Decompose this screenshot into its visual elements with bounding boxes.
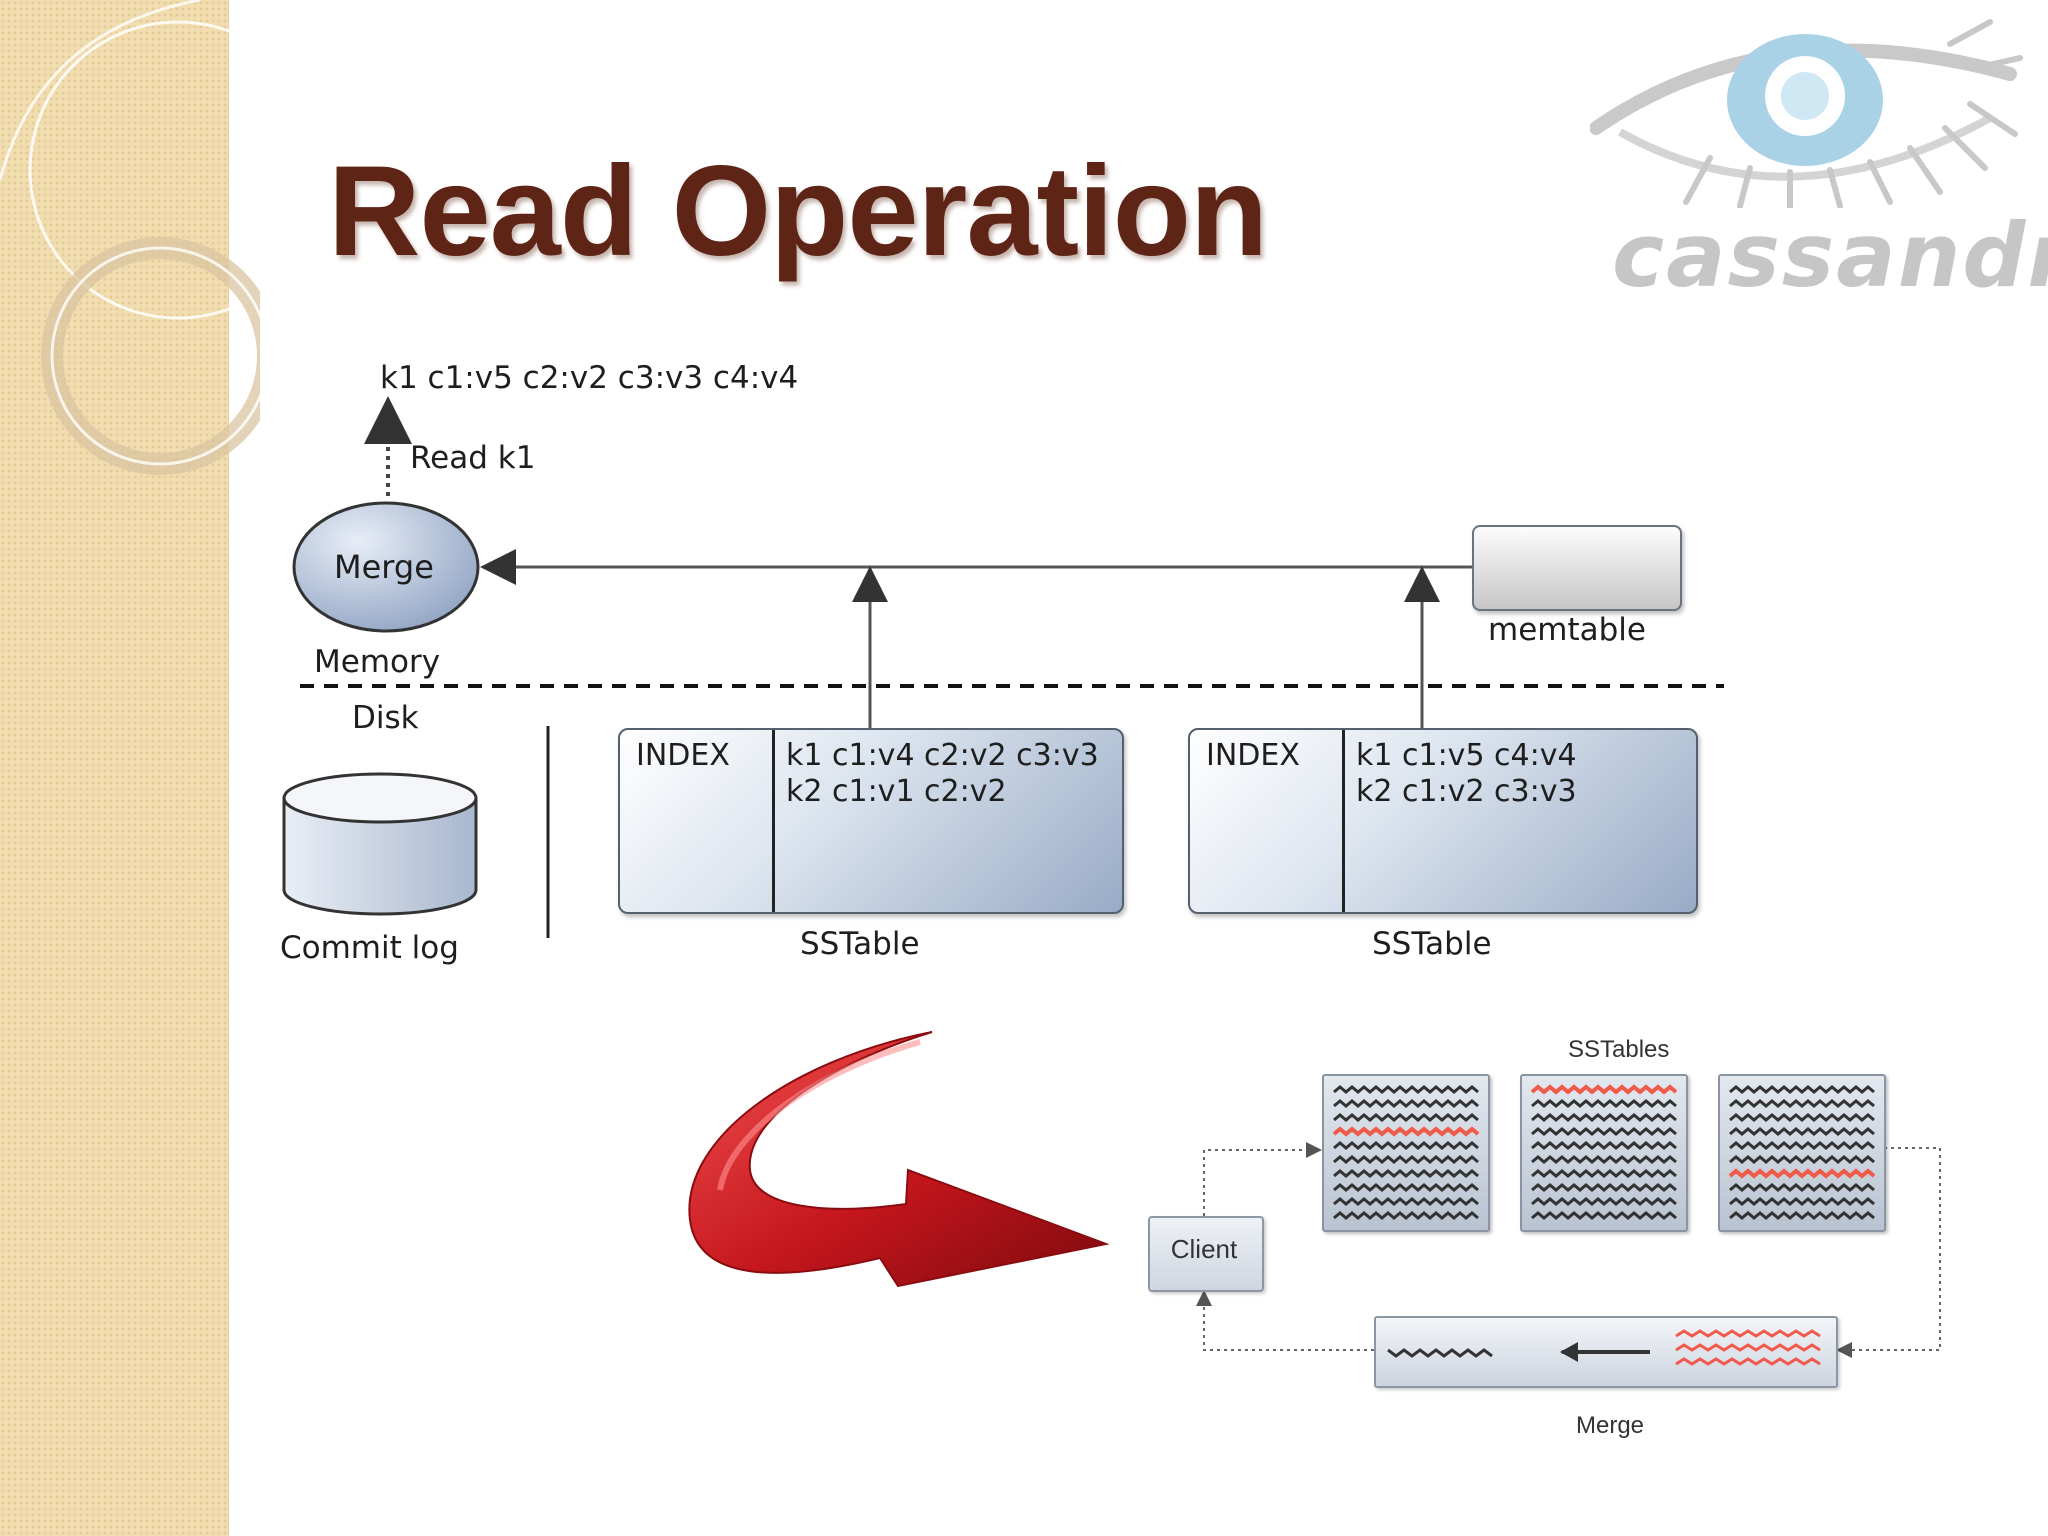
sstable-caption-1: SSTable [800, 926, 920, 962]
slide-title: Read Operation [328, 140, 1268, 283]
red-curved-arrow-icon [688, 1031, 1110, 1288]
mini-sstable-1 [1322, 1074, 1490, 1232]
sstable-row: k2 c1:v1 c2:v2 [786, 774, 1007, 809]
mini-sstable-2 [1520, 1074, 1688, 1232]
client-box [1148, 1216, 1264, 1292]
client-label: Client [1170, 1234, 1238, 1264]
sidebar-rings-decoration [0, 0, 260, 475]
memtable-label: memtable [1488, 612, 1646, 648]
sstable-index-divider [1342, 730, 1345, 912]
sstables-group-label: SSTables [1568, 1036, 1670, 1063]
mini-sstable-3 [1718, 1074, 1886, 1232]
cassandra-logo-text: cassandra [1612, 204, 2048, 307]
read-result-row: k1 c1:v5 c2:v2 c3:v3 c4:v4 [380, 360, 799, 396]
disk-label: Disk [352, 700, 419, 736]
sstable-index-label: INDEX [1206, 738, 1300, 773]
sstable-caption-2: SSTable [1372, 926, 1492, 962]
cassandra-eye-logo-icon [1590, 19, 2023, 208]
memory-label: Memory [314, 644, 441, 680]
read-k1-label: Read k1 [410, 440, 536, 476]
sstable-row: k1 c1:v5 c4:v4 [1356, 738, 1577, 773]
sstable-box-1: INDEX k1 c1:v4 c2:v2 c3:v3 k2 c1:v1 c2:v… [618, 728, 1124, 914]
sstable-index-label: INDEX [636, 738, 730, 773]
sstable-box-2: INDEX k1 c1:v5 c4:v4 k2 c1:v2 c3:v3 [1188, 728, 1698, 914]
sstable-row: k2 c1:v2 c3:v3 [1356, 774, 1577, 809]
sstable-index-divider [772, 730, 775, 912]
merge-node-label: Merge [334, 548, 434, 586]
sstable-row: k1 c1:v4 c2:v2 c3:v3 [786, 738, 1099, 773]
memtable-box [1472, 525, 1682, 611]
merge-bar-label: Merge [1576, 1412, 1645, 1439]
commit-log-label: Commit log [280, 930, 459, 966]
